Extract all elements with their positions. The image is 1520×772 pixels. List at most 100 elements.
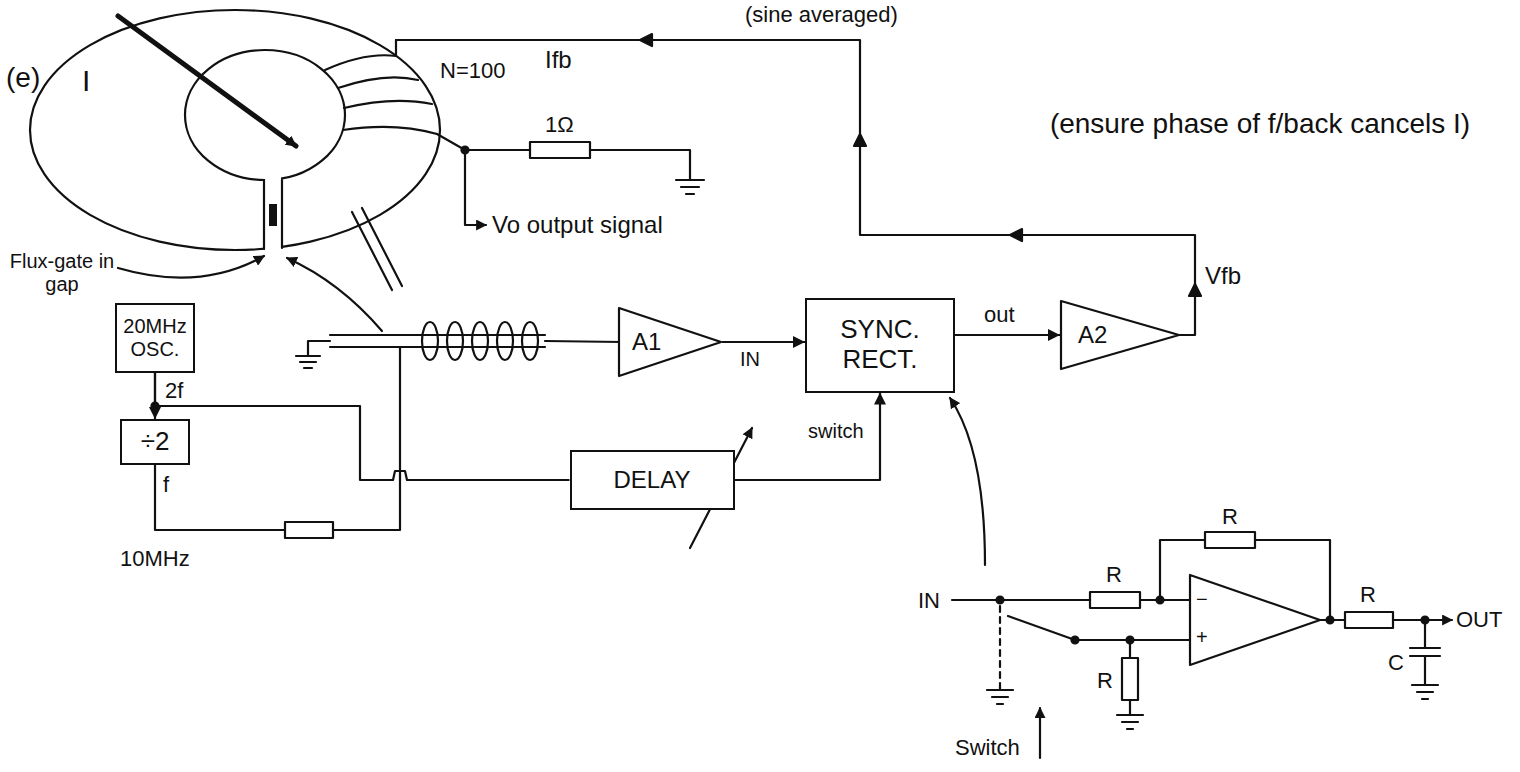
toroid-inner bbox=[185, 50, 345, 180]
resistor-symbol bbox=[285, 522, 333, 538]
resistor-label: R bbox=[1222, 504, 1238, 529]
callout-text: Switch bbox=[955, 735, 1020, 760]
toroid-outer bbox=[30, 10, 440, 250]
sense-wire bbox=[545, 341, 622, 342]
signal-name: I bbox=[82, 64, 90, 99]
signal-name: Vo output signal bbox=[492, 211, 663, 239]
wire bbox=[308, 341, 330, 356]
node-text: 20MHz OSC. bbox=[123, 315, 186, 361]
drive-wire bbox=[155, 465, 285, 530]
ground-symbol bbox=[1412, 685, 1438, 699]
note-text: (sine averaged) bbox=[745, 2, 898, 27]
leader-line bbox=[287, 258, 382, 331]
node-text: ÷2 bbox=[141, 427, 170, 457]
resistor-symbol bbox=[1205, 532, 1255, 548]
wire bbox=[1393, 619, 1425, 621]
pin-name: − bbox=[1196, 588, 1208, 611]
resistor-symbol bbox=[1345, 612, 1393, 628]
node-text: SYNC. RECT. bbox=[840, 315, 919, 375]
leader-line bbox=[118, 256, 264, 278]
ground-symbol bbox=[296, 356, 320, 368]
output-wire bbox=[465, 150, 486, 225]
primary-conductor bbox=[362, 208, 402, 286]
winding-lead bbox=[395, 40, 397, 56]
oscillator-box: 20MHz OSC. bbox=[115, 303, 194, 373]
wire bbox=[1129, 640, 1131, 658]
divider-box: ÷2 bbox=[120, 419, 190, 465]
note-text: (ensure phase of f/back cancels I) bbox=[1040, 108, 1480, 140]
signal-wire bbox=[735, 393, 881, 481]
edge-label: switch bbox=[806, 420, 866, 443]
capacitor-label: C bbox=[1388, 650, 1404, 675]
coil-loop bbox=[447, 322, 463, 360]
wire bbox=[590, 150, 690, 180]
amplifier-triangle: A1 bbox=[618, 307, 722, 377]
resistor-label: R bbox=[1097, 668, 1113, 693]
opamp-symbol bbox=[1190, 575, 1320, 665]
wire bbox=[1129, 700, 1131, 715]
frequency-label: 10MHz bbox=[120, 546, 190, 571]
primary-conductor bbox=[118, 16, 296, 146]
winding-lead bbox=[437, 134, 465, 150]
turns-label: N=100 bbox=[440, 58, 505, 83]
feedback-wire bbox=[396, 40, 1195, 335]
signal-name: Ifb bbox=[545, 46, 572, 74]
pin-name: OUT bbox=[1456, 607, 1502, 632]
amplifier-outline bbox=[619, 308, 721, 376]
signal-wire bbox=[155, 373, 570, 480]
signal-name: Vfb bbox=[1205, 262, 1241, 290]
edge-label: IN bbox=[738, 348, 762, 371]
signal-wire bbox=[955, 334, 1060, 336]
amplifier-triangle: A2 bbox=[1060, 300, 1180, 370]
resistor-label: R bbox=[1360, 582, 1376, 607]
ground-symbol bbox=[1117, 715, 1143, 729]
winding-turn bbox=[325, 55, 396, 70]
arrowhead bbox=[1189, 284, 1201, 296]
resistor-label: R bbox=[1106, 562, 1122, 587]
capacitor-symbol bbox=[1410, 620, 1440, 685]
fluxgate-element bbox=[269, 204, 277, 226]
pin-name: + bbox=[1196, 626, 1208, 649]
signal-name: f bbox=[163, 472, 169, 497]
resistor-symbol bbox=[530, 142, 590, 158]
arrowhead bbox=[854, 134, 866, 146]
resistor-symbol bbox=[1090, 592, 1140, 608]
winding-turn bbox=[338, 77, 418, 88]
delay-box: DELAY bbox=[570, 450, 735, 510]
node-text: DELAY bbox=[614, 466, 691, 494]
amplifier-outline bbox=[1061, 301, 1179, 369]
drive-wire bbox=[333, 347, 400, 530]
wire bbox=[1140, 599, 1190, 601]
callout-arrow bbox=[1039, 708, 1041, 758]
edge-label: out bbox=[982, 302, 1017, 327]
switch-arm bbox=[1008, 616, 1075, 640]
junction-dot bbox=[997, 597, 1004, 604]
pin-name: IN bbox=[918, 588, 940, 613]
edge-label: 2f bbox=[163, 378, 185, 403]
ground-symbol bbox=[987, 690, 1013, 704]
core-gap bbox=[265, 170, 281, 258]
junction-dot bbox=[1327, 617, 1334, 624]
gap-edge bbox=[281, 180, 283, 248]
gap-edge bbox=[263, 180, 265, 249]
node-text: A1 bbox=[632, 328, 661, 356]
coil-loop bbox=[497, 322, 513, 360]
ground-symbol bbox=[676, 180, 704, 194]
coil-loop bbox=[422, 322, 438, 360]
wire bbox=[952, 599, 1090, 601]
resistor-symbol bbox=[1122, 658, 1138, 700]
node-text: A2 bbox=[1078, 321, 1107, 349]
coil-loop bbox=[522, 322, 538, 360]
arrowhead bbox=[1010, 229, 1022, 241]
switch-dashed bbox=[999, 606, 1001, 690]
coil-loop bbox=[472, 322, 488, 360]
callout-arrow bbox=[950, 398, 985, 565]
winding-turn bbox=[343, 127, 437, 134]
sync-rectifier-box: SYNC. RECT. bbox=[805, 298, 955, 393]
wire bbox=[465, 149, 530, 151]
winding-turn bbox=[344, 101, 432, 108]
callout-text: Flux-gate in gap bbox=[8, 250, 116, 296]
primary-conductor bbox=[352, 212, 392, 290]
output-wire bbox=[1425, 619, 1452, 621]
